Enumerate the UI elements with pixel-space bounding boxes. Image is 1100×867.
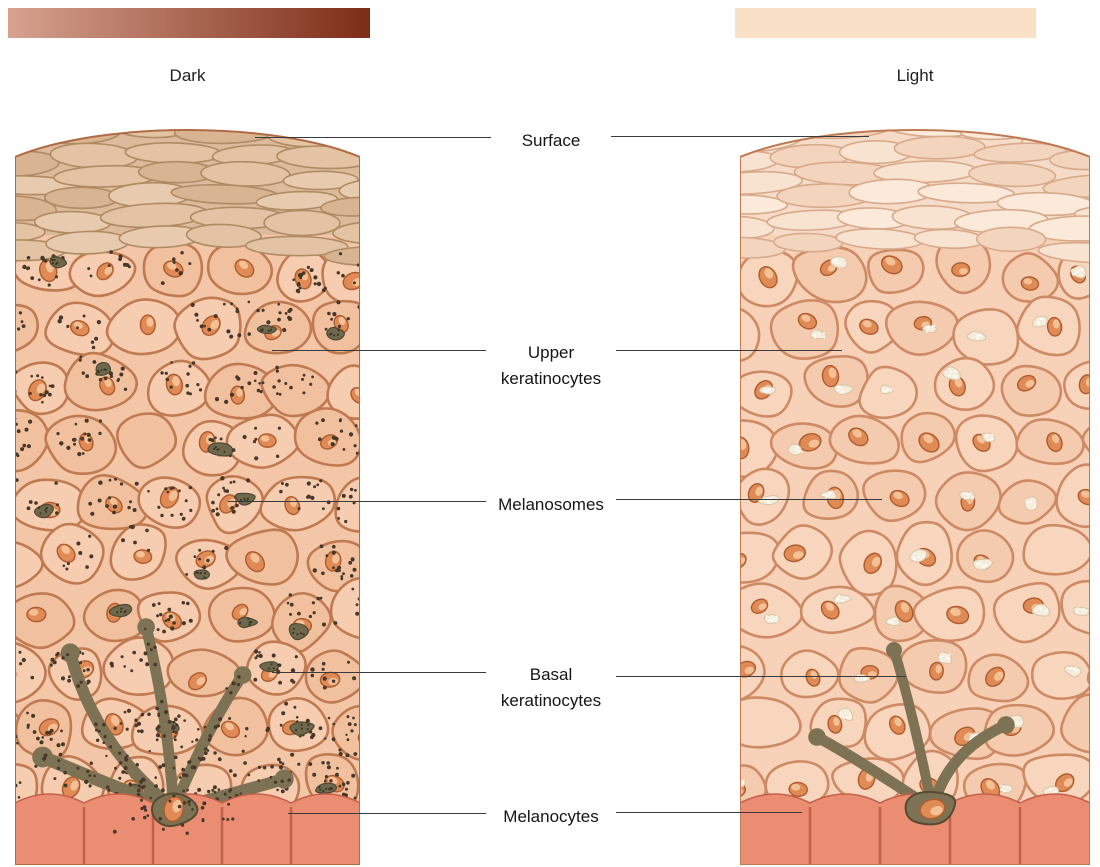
light-skin-illustration [740, 129, 1090, 865]
leader-line-surface-left [255, 137, 491, 138]
annotation-surface: Surface [521, 131, 581, 150]
light-column-label: Light [896, 66, 934, 85]
dark-column-label: Dark [169, 66, 206, 85]
leader-line-upper-keratinocytes-right [616, 350, 842, 351]
annotation-upper-keratinocytes: Upper keratinocytes [500, 343, 602, 389]
leader-line-surface-right [611, 136, 869, 137]
leader-line-basal-keratinocytes-right [616, 676, 906, 677]
leader-line-basal-keratinocytes-left [272, 672, 486, 673]
dark-skin-illustration [15, 129, 360, 865]
light-color-bar [735, 8, 1036, 38]
leader-line-melanosomes-right [616, 499, 882, 500]
dark-gradient-bar [8, 8, 370, 38]
leader-line-melanocytes-right [616, 812, 802, 813]
leader-line-upper-keratinocytes-left [272, 350, 486, 351]
leader-line-melanocytes-left [288, 813, 486, 814]
annotation-melanosomes: Melanosomes [498, 495, 604, 514]
leader-line-melanosomes-left [228, 501, 486, 502]
annotation-melanocytes: Melanocytes [503, 807, 599, 826]
annotation-basal-keratinocytes: Basal keratinocytes [500, 665, 602, 711]
